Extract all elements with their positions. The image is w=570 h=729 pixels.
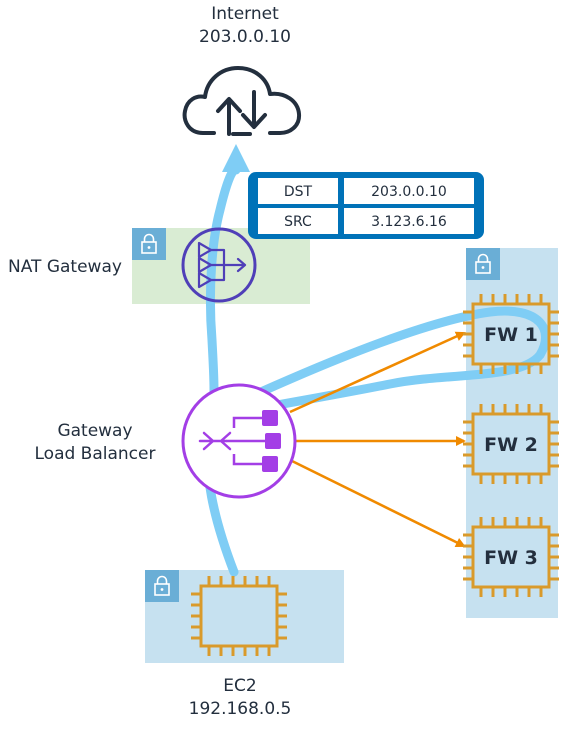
gwlb-label-line1: Gateway	[57, 421, 133, 441]
arrow-to-fw3	[291, 459, 466, 548]
ec2-ip: 192.168.0.5	[188, 699, 292, 719]
gwlb-label-line2: Load Balancer	[34, 444, 156, 464]
src-key: SRC	[284, 214, 312, 230]
packet-header-table: DST 203.0.0.10 SRC 3.123.6.16	[248, 172, 484, 239]
traffic-path-arrowhead	[222, 144, 250, 172]
ec2-label: EC2	[223, 676, 257, 696]
firewall-subnet-lock-icon	[465, 247, 501, 281]
nat-gateway-icon	[181, 227, 257, 303]
nat-gateway-label: NAT Gateway	[8, 257, 122, 277]
cloud-icon	[182, 66, 302, 136]
src-value: 3.123.6.16	[371, 214, 447, 230]
internet-title: Internet	[211, 4, 279, 24]
fw1-label: FW 1	[484, 324, 538, 346]
arrow-to-fw1	[289, 331, 466, 414]
internet-ip: 203.0.0.10	[199, 27, 291, 47]
ec2-subnet-lock-icon	[144, 569, 180, 603]
nat-subnet-lock-icon	[131, 227, 167, 261]
gwlb-arrows	[289, 331, 466, 548]
gwlb-icon	[181, 383, 297, 499]
dst-key: DST	[284, 184, 313, 200]
fw2-label: FW 2	[484, 434, 538, 456]
dst-value: 203.0.0.10	[371, 184, 447, 200]
fw3-label: FW 3	[484, 547, 538, 569]
